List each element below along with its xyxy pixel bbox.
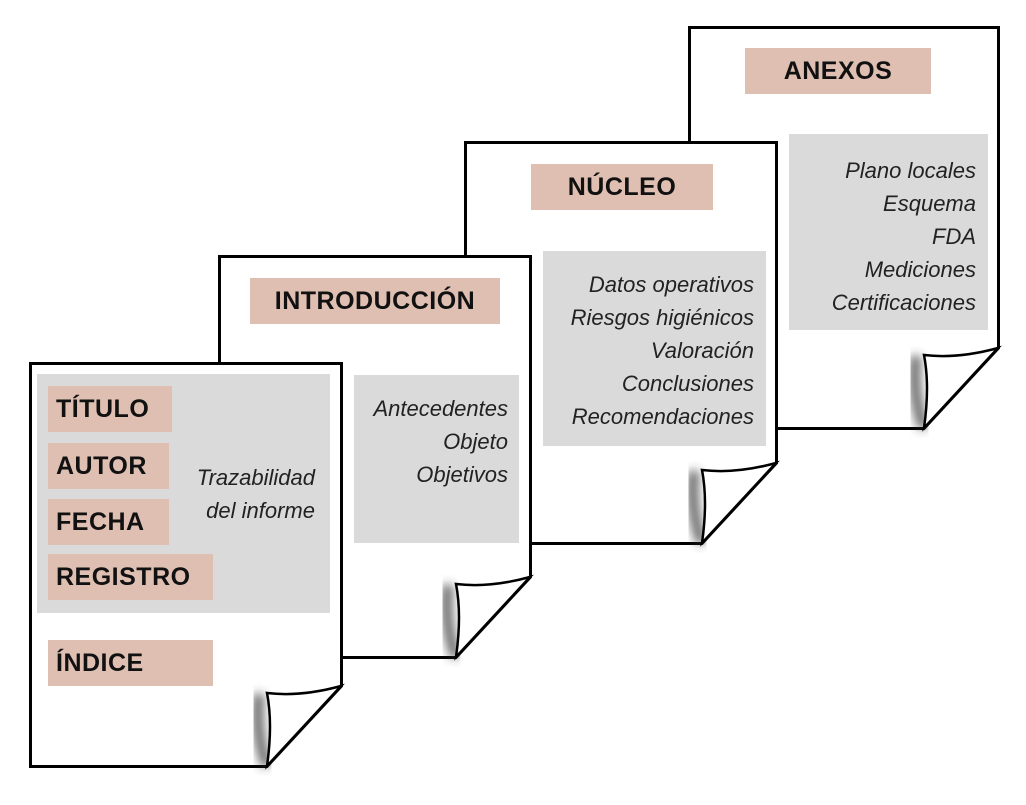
tag-registro: REGISTRO bbox=[48, 554, 213, 600]
list-item: Datos operativos bbox=[588, 272, 754, 297]
content-panel bbox=[354, 375, 519, 543]
list-item: Plano locales bbox=[845, 158, 976, 183]
page-fold-icon bbox=[922, 345, 1002, 432]
note-line: Trazabilidad bbox=[196, 465, 315, 490]
trazabilidad-note: Trazabilidad del informe bbox=[197, 461, 315, 527]
tag-indice: ÍNDICE bbox=[48, 640, 213, 686]
list-item: Mediciones bbox=[864, 257, 976, 282]
list-item: Valoración bbox=[650, 338, 754, 363]
list-item: Esquema bbox=[883, 191, 976, 216]
anexos-list: Plano locales Esquema FDA Mediciones Cer… bbox=[832, 154, 976, 319]
note-line: del informe bbox=[206, 498, 315, 523]
list-item: FDA bbox=[932, 224, 976, 249]
list-item: Conclusiones bbox=[621, 371, 754, 396]
list-item: Recomendaciones bbox=[571, 404, 754, 429]
section-title-introduccion: INTRODUCCIÓN bbox=[250, 278, 500, 324]
page-nucleo: NÚCLEO Datos operativos Riesgos higiénic… bbox=[464, 141, 780, 547]
page-portada: TÍTULO AUTOR FECHA REGISTRO Trazabilidad… bbox=[29, 362, 345, 770]
tag-autor: AUTOR bbox=[48, 443, 169, 489]
list-item: Objetivos bbox=[416, 462, 508, 487]
list-item: Antecedentes bbox=[373, 396, 508, 421]
introduccion-list: Antecedentes Objeto Objetivos bbox=[373, 392, 508, 491]
list-item: Riesgos higiénicos bbox=[570, 305, 754, 330]
section-title-anexos: ANEXOS bbox=[745, 48, 931, 94]
page-fold-icon bbox=[265, 683, 345, 770]
tag-titulo: TÍTULO bbox=[48, 386, 172, 432]
section-title-nucleo: NÚCLEO bbox=[531, 164, 713, 210]
list-item: Objeto bbox=[443, 429, 508, 454]
content-panel bbox=[543, 251, 766, 446]
content-panel bbox=[789, 134, 988, 330]
page-fold-icon bbox=[454, 574, 534, 661]
tag-fecha: FECHA bbox=[48, 499, 169, 545]
page-fold-icon bbox=[700, 460, 780, 547]
list-item: Certificaciones bbox=[831, 290, 976, 315]
nucleo-list: Datos operativos Riesgos higiénicos Valo… bbox=[571, 268, 754, 433]
